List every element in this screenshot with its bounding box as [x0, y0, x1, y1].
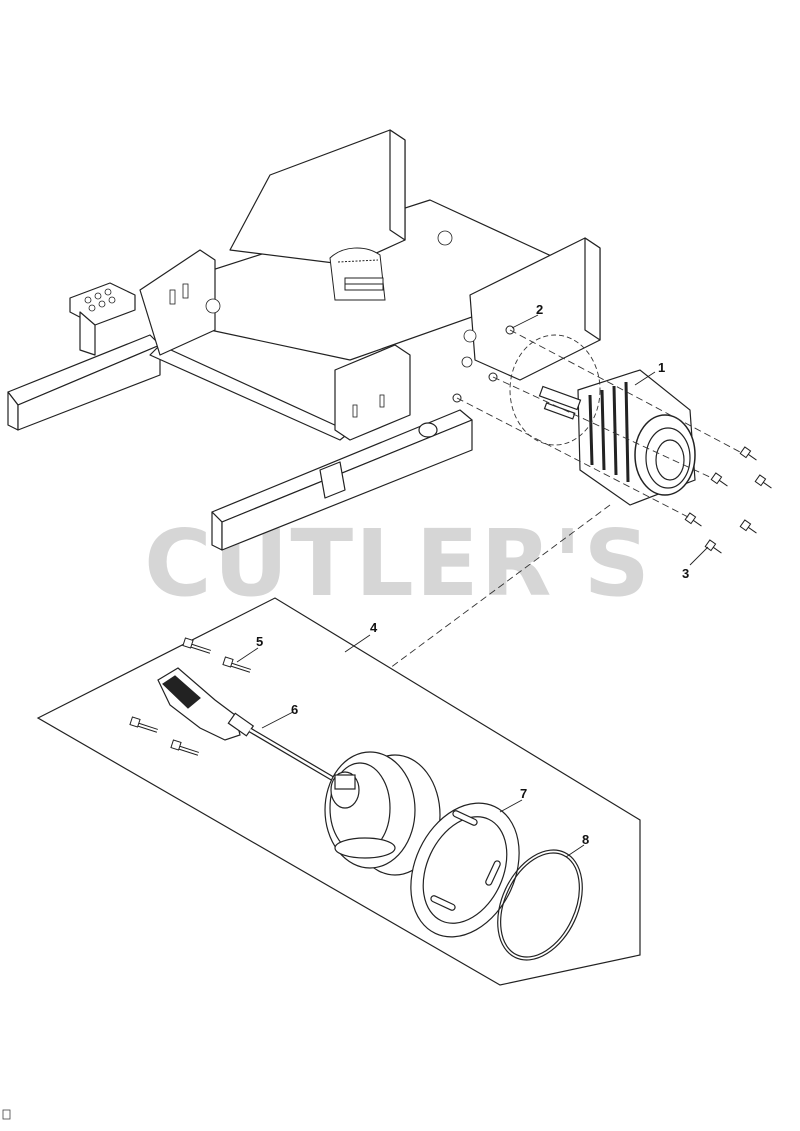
callout-6: 6	[291, 702, 298, 717]
callout-8: 8	[582, 832, 589, 847]
callout-7: 7	[520, 786, 527, 801]
motor-bolts	[684, 446, 772, 554]
gear-assembly	[329, 247, 386, 301]
speed-sensor-harness	[157, 667, 337, 783]
callout-1: 1	[658, 360, 665, 375]
callouts: 1 2 3 4 5 6 7 8	[256, 302, 689, 847]
o-ring	[497, 849, 583, 961]
callout-4: 4	[370, 620, 378, 635]
wheel-motor	[538, 369, 696, 506]
callout-2: 2	[536, 302, 543, 317]
assembly-lines	[389, 329, 741, 669]
callout-5: 5	[256, 634, 263, 649]
exploded-view-panel	[36, 597, 641, 986]
drawing-ref-mark	[2, 1109, 11, 1120]
gasket	[410, 802, 520, 938]
chassis-frame	[7, 129, 601, 551]
leader-lines	[236, 314, 709, 858]
callout-3: 3	[682, 566, 689, 581]
motor-mount-outline	[509, 334, 601, 446]
sensor-bolts	[129, 637, 251, 756]
sensor-hub	[324, 751, 441, 876]
chassis-holes	[84, 230, 477, 418]
